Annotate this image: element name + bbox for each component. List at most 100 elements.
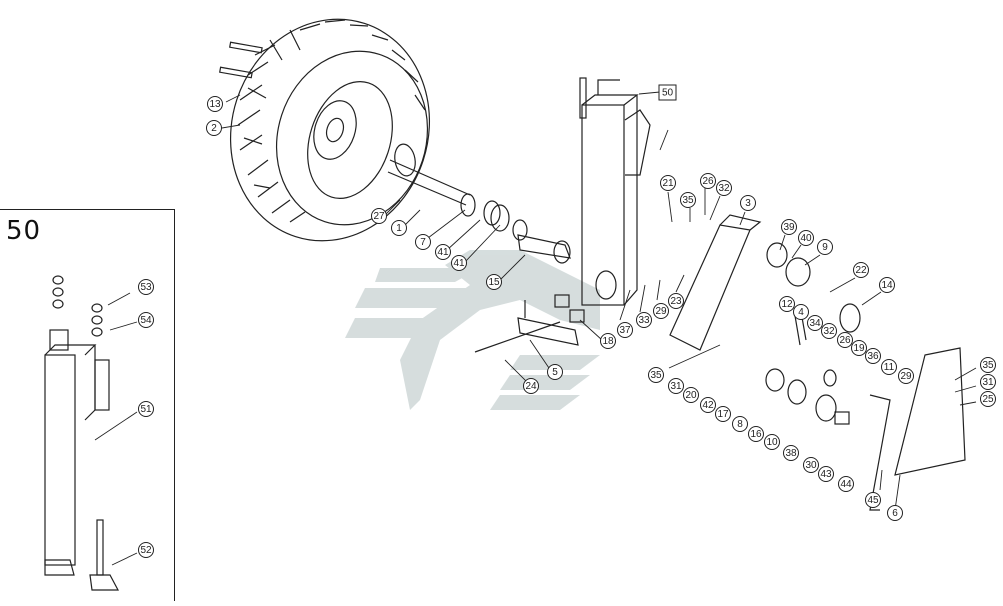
callout-circle [781,219,797,235]
callout-circle [668,293,684,309]
callout-circle [851,340,867,356]
callout-13: 13 [207,96,223,112]
callout-circle [486,274,502,290]
axle-assembly [387,143,571,264]
callout-circle [617,322,633,338]
callout-25: 25 [980,391,996,407]
callout-31: 31 [980,374,996,390]
callout-circle [138,542,154,558]
callout-10: 10 [764,434,780,450]
callout-number: 31 [982,377,994,388]
callout-number: 10 [766,437,778,448]
callout-circle [391,220,407,236]
callout-14: 14 [879,277,895,293]
callout-number: 54 [140,315,152,326]
callout-circle [653,303,669,319]
callout-number: 43 [820,469,832,480]
callout-number: 9 [822,242,828,253]
callout-circle [865,348,881,364]
callout-52: 52 [138,542,154,558]
inset-frame [0,209,175,601]
callout-40: 40 [798,230,814,246]
leader-lines [94,91,977,566]
callout-2: 2 [206,120,222,136]
callout-21: 21 [660,175,676,191]
callout-29: 29 [653,303,669,319]
callout-number: 25 [982,394,994,405]
callout-17: 17 [715,406,731,422]
callout-circle [803,457,819,473]
callout-circle [138,279,154,295]
callout-circle [683,387,699,403]
callout-number: 35 [982,360,994,371]
callout-number: 7 [420,237,426,248]
callout-circle [732,416,748,432]
callout-16: 16 [748,426,764,442]
callout-circle [435,244,451,260]
callout-number: 20 [685,390,697,401]
callout-29: 29 [898,368,914,384]
callout-number: 8 [737,419,743,430]
callout-26: 26 [837,332,853,348]
callout-45: 45 [865,492,881,508]
callout-circle [865,492,881,508]
callout-circle [837,332,853,348]
callout-number: 27 [373,211,385,222]
callout-number: 5 [552,367,558,378]
callout-number: 18 [602,336,614,347]
callout-number: 41 [453,258,465,269]
callout-51: 51 [138,401,154,417]
callout-circle [980,391,996,407]
callout-circle [716,180,732,196]
callout-number: 36 [867,351,879,362]
callout-number: 3 [745,198,751,209]
callout-circle [798,230,814,246]
callout-circle [980,374,996,390]
callout-number: 26 [839,335,851,346]
main-post [579,77,651,306]
callout-number: 34 [809,318,821,329]
callout-number: 29 [655,306,667,317]
wheel-bolts [219,41,263,79]
callout-number: 37 [619,325,631,336]
callout-15: 15 [486,274,502,290]
callout-number: 2 [211,123,217,134]
callout-number: 33 [638,315,650,326]
callout-layer: 1322717414115185243733292321352632339409… [138,96,996,558]
callout-circle [764,434,780,450]
callout-number: 35 [682,195,694,206]
callout-circle [648,367,664,383]
inset-title: 50 [6,216,42,246]
callout-number: 11 [884,362,895,373]
callout-circle [600,333,616,349]
callout-circle [793,304,809,320]
callout-number: 1 [396,223,402,234]
callout-27: 27 [371,208,387,224]
callout-20: 20 [683,387,699,403]
callout-32: 32 [821,323,837,339]
callout-circle [700,173,716,189]
callout-circle [838,476,854,492]
callout-35: 35 [680,192,696,208]
callout-number: 14 [881,280,893,291]
callout-circle [881,359,897,375]
callout-number: 45 [867,495,879,506]
callout-number: 31 [670,381,682,392]
callout-8: 8 [732,416,748,432]
callout-circle [715,406,731,422]
callout-circle [898,368,914,384]
inset-post-drawing [44,275,119,591]
callout-19: 19 [851,340,867,356]
callout-circle [817,239,833,255]
callout-circle [980,357,996,373]
callout-circle [748,426,764,442]
callout-9: 9 [817,239,833,255]
callout-36: 36 [865,348,881,364]
chain-guard-3 [669,214,762,351]
callout-12: 12 [779,296,795,312]
callout-number: 40 [800,233,812,244]
callout-34: 34 [807,315,823,331]
callout-circle [700,397,716,413]
